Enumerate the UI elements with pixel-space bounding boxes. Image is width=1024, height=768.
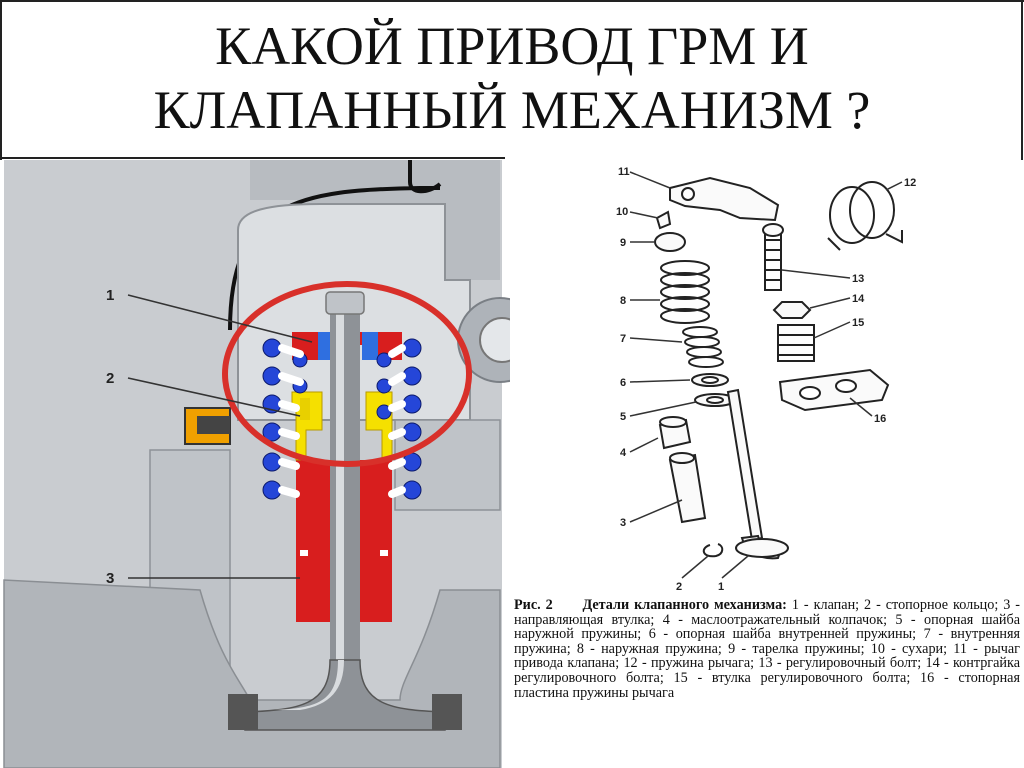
- frame-separator-line: [0, 157, 505, 159]
- right-label-13: 13: [852, 273, 864, 285]
- valve-springs: [262, 338, 422, 500]
- right-label-12: 12: [904, 177, 916, 189]
- right-label-1: 1: [718, 581, 724, 593]
- right-label-6: 6: [620, 377, 626, 389]
- right-label-16: 16: [874, 413, 886, 425]
- caption-heading: Детали клапанного механизма:: [582, 597, 787, 613]
- right-label-14: 14: [852, 293, 865, 305]
- right-label-8: 8: [620, 295, 626, 307]
- left-label-2: 2: [106, 370, 114, 387]
- valve-cross-section-diagram: 1 2 3: [0, 160, 510, 768]
- right-label-7: 7: [620, 333, 626, 345]
- left-label-1: 1: [106, 287, 114, 304]
- left-label-3: 3: [106, 570, 114, 587]
- figure-caption: Рис. 2 Детали клапанного механизма: 1 - …: [514, 598, 1020, 766]
- valve-stem: [330, 305, 360, 705]
- part-rocker-arm: [669, 176, 780, 222]
- right-label-10: 10: [616, 206, 628, 218]
- frame-left-line: [0, 0, 2, 160]
- right-label-4: 4: [620, 447, 627, 459]
- caption-text: 1 - клапан; 2 - стопорное кольцо; 3 - на…: [514, 597, 1021, 701]
- right-label-3: 3: [620, 517, 626, 529]
- frame-right-line: [1021, 0, 1023, 160]
- right-label-15: 15: [852, 317, 864, 329]
- title-line-1: КАКОЙ ПРИВОД ГРМ И: [215, 16, 809, 76]
- valve-parts-exploded-drawing: 11 12 10 9 13 8 14 15 7 6 16 5 4 3 2 1: [616, 166, 916, 593]
- caption-lead: Рис. 2: [514, 597, 553, 613]
- right-label-9: 9: [620, 237, 626, 249]
- right-label-11: 11: [618, 166, 630, 178]
- frame-top-line: [0, 0, 1024, 2]
- title-line-2: КЛАПАННЫЙ МЕХАНИЗМ ?: [153, 80, 871, 140]
- slide-title: КАКОЙ ПРИВОД ГРМ И КЛАПАННЫЙ МЕХАНИЗМ ?: [0, 0, 1024, 160]
- highlight-ring: [222, 281, 472, 467]
- right-label-5: 5: [620, 411, 626, 423]
- right-label-2: 2: [676, 581, 682, 593]
